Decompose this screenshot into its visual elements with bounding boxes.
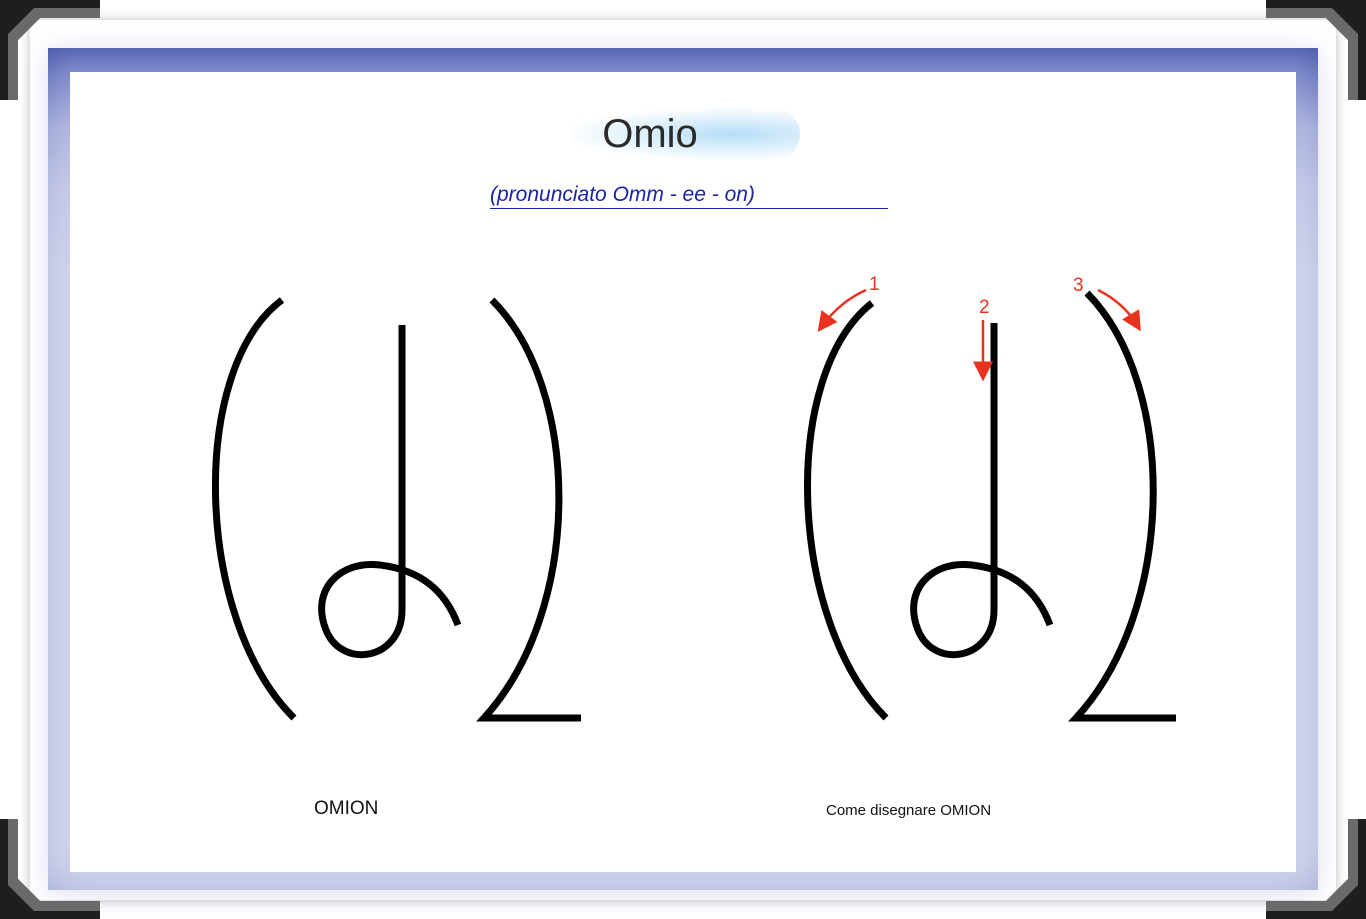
glyph-stem-loop <box>318 325 462 659</box>
arrow-stroke-3 <box>1097 288 1141 332</box>
stroke-2-stem-loop <box>910 323 1054 659</box>
stroke-1-left-bracket <box>804 300 889 721</box>
stroke-3-right-bracket <box>1068 290 1176 722</box>
glyph-caption: OMION <box>314 798 379 819</box>
stroke-arrows <box>817 288 1141 382</box>
step-number-3: 3 <box>1073 275 1084 296</box>
frame-corner-top-right <box>1266 0 1366 100</box>
glyph-right-bracket <box>476 297 581 722</box>
arrow-stroke-1 <box>817 288 867 332</box>
title-highlight <box>570 108 800 160</box>
step-number-1: 1 <box>869 274 880 295</box>
frame-corner-bottom-right <box>1266 819 1366 919</box>
pronunciation-link[interactable]: (pronunciato Omm - ee - on) <box>490 182 888 209</box>
frame-inner-panel <box>70 72 1296 872</box>
stroke-guide-caption: Come disegnare OMION <box>826 802 992 819</box>
glyph-left-bracket <box>211 297 297 721</box>
frame-corner-bottom-left <box>0 819 100 919</box>
page-title: Omio <box>602 112 698 156</box>
stroke-order-glyph <box>804 290 1176 722</box>
step-number-2: 2 <box>979 297 990 318</box>
frame-corner-top-left <box>0 0 100 100</box>
omion-glyph <box>211 297 581 722</box>
